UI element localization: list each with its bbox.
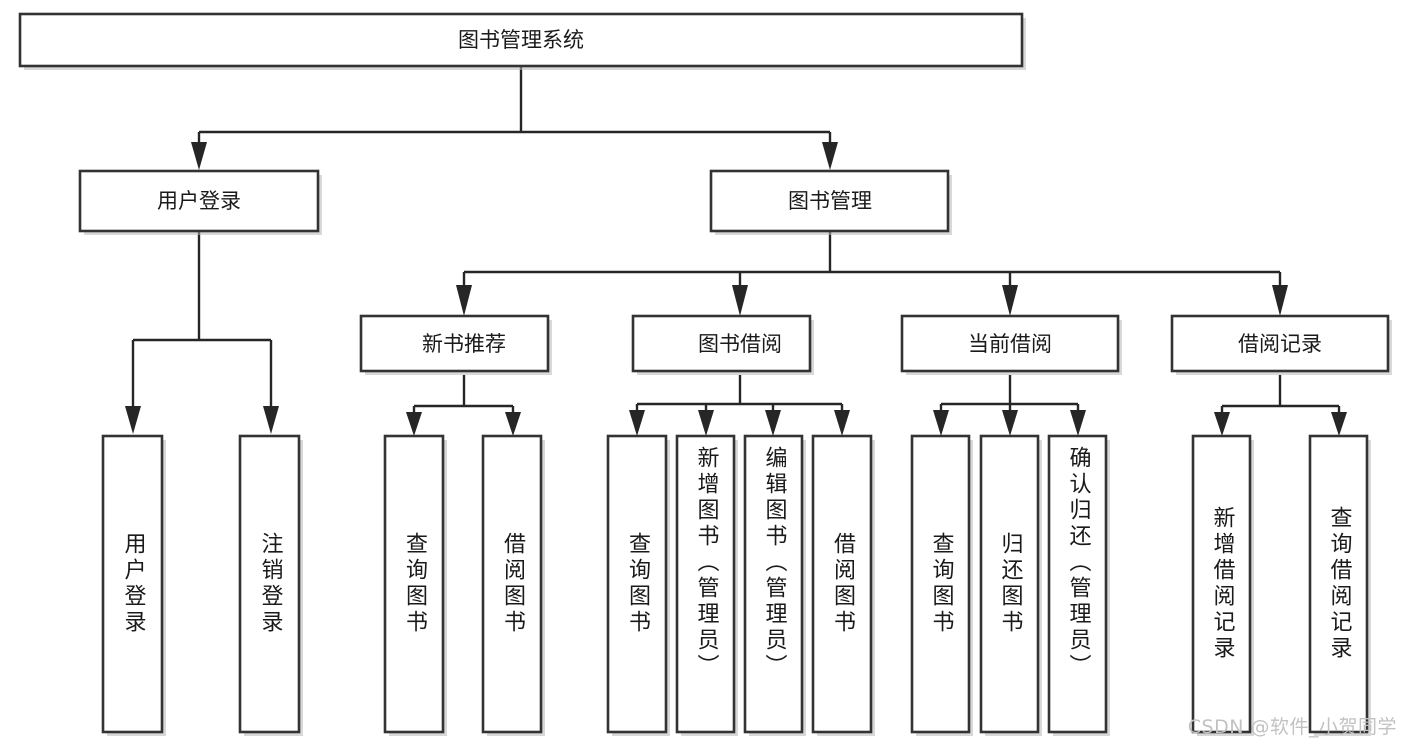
arrow-to-leaf-query-record bbox=[1331, 412, 1347, 436]
node-book-borrow[interactable]: 图书借阅 bbox=[631, 314, 814, 375]
arrow-to-leaf-edit-book bbox=[765, 410, 781, 436]
leaf-logout-login-box bbox=[238, 434, 301, 734]
leaf-borrow-book-1-box bbox=[481, 434, 543, 734]
leaf-query-book-1-box bbox=[383, 434, 445, 734]
current-borrow-box bbox=[900, 314, 1120, 373]
node-leaf-confirm-return[interactable] bbox=[1047, 434, 1110, 736]
node-borrow-record[interactable]: 借阅记录 bbox=[1170, 314, 1392, 375]
new-book-recommend-box bbox=[359, 314, 550, 373]
leaf-borrow-book-2-box bbox=[811, 434, 873, 734]
node-leaf-add-book[interactable] bbox=[675, 434, 738, 736]
leaf-edit-book-box bbox=[743, 434, 804, 734]
node-leaf-query-book-3[interactable] bbox=[910, 434, 973, 736]
root-label: 图书管理系统 bbox=[458, 28, 584, 52]
node-leaf-edit-book[interactable] bbox=[743, 434, 806, 736]
node-root-system[interactable]: 图书管理系统 bbox=[18, 12, 1026, 70]
leaf-query-book-3-box bbox=[910, 434, 971, 734]
user-login-box bbox=[78, 169, 320, 233]
borrow-record-box bbox=[1170, 314, 1390, 373]
current-borrow-label: 当前借阅 bbox=[968, 332, 1052, 356]
arrow-root-to-user-login bbox=[191, 142, 207, 170]
node-current-borrow[interactable]: 当前借阅 bbox=[900, 314, 1122, 375]
arrow-to-leaf-borrow-book-1 bbox=[505, 412, 521, 436]
arrow-to-leaf-confirm-return bbox=[1070, 410, 1086, 436]
node-book-management[interactable]: 图书管理 bbox=[709, 169, 952, 235]
arrow-root-to-book-management bbox=[822, 142, 838, 170]
book-borrow-box bbox=[631, 314, 812, 373]
arrow-to-leaf-return-book bbox=[1002, 410, 1018, 436]
arrow-to-leaf-query-book-1 bbox=[406, 412, 422, 436]
arrow-to-leaf-borrow-book-2 bbox=[834, 410, 850, 436]
arrow-to-leaf-user-login bbox=[125, 406, 141, 434]
leaf-query-record-box bbox=[1308, 434, 1369, 734]
arrow-to-leaf-add-record bbox=[1214, 412, 1230, 436]
borrow-record-label: 借阅记录 bbox=[1238, 332, 1322, 356]
node-leaf-query-book-1[interactable] bbox=[383, 434, 447, 736]
user-login-label: 用户登录 bbox=[157, 189, 241, 213]
leaf-add-book-box bbox=[675, 434, 736, 734]
node-new-book-recommend[interactable]: 新书推荐 bbox=[359, 314, 552, 375]
node-leaf-add-record[interactable] bbox=[1191, 434, 1254, 736]
csdn-watermark: CSDN @软件_小贺同学 bbox=[1187, 716, 1397, 738]
book-management-label: 图书管理 bbox=[788, 189, 872, 213]
node-leaf-logout-login[interactable] bbox=[238, 434, 303, 736]
arrow-to-book-borrow bbox=[732, 285, 748, 316]
node-leaf-user-login[interactable] bbox=[101, 434, 166, 736]
node-leaf-query-record[interactable] bbox=[1308, 434, 1371, 736]
node-user-login[interactable]: 用户登录 bbox=[78, 169, 322, 235]
book-management-box bbox=[709, 169, 950, 233]
connector-layer bbox=[125, 66, 1347, 436]
node-leaf-borrow-book-1[interactable] bbox=[481, 434, 545, 736]
node-leaf-borrow-book-2[interactable] bbox=[811, 434, 875, 736]
arrow-to-borrow-record bbox=[1272, 285, 1288, 316]
book-borrow-label: 图书借阅 bbox=[698, 332, 782, 356]
root-box bbox=[18, 12, 1024, 68]
leaf-query-book-2-box bbox=[606, 434, 668, 734]
leaf-nodes-layer bbox=[101, 434, 1371, 736]
arrow-to-leaf-query-book-3 bbox=[933, 410, 949, 436]
new-book-recommend-label: 新书推荐 bbox=[422, 332, 506, 356]
leaf-user-login-box bbox=[101, 434, 164, 734]
arrow-to-new-book-recommend bbox=[456, 285, 472, 316]
arrow-to-leaf-add-book bbox=[698, 410, 714, 436]
leaf-confirm-return-box bbox=[1047, 434, 1108, 734]
arrow-to-leaf-logout-login bbox=[263, 406, 279, 434]
node-leaf-query-book-2[interactable] bbox=[606, 434, 670, 736]
leaf-return-book-box bbox=[979, 434, 1040, 734]
leaf-add-record-box bbox=[1191, 434, 1252, 734]
node-leaf-return-book[interactable] bbox=[979, 434, 1042, 736]
arrow-to-current-borrow bbox=[1002, 285, 1018, 316]
arrow-to-leaf-query-book-2 bbox=[629, 410, 645, 436]
